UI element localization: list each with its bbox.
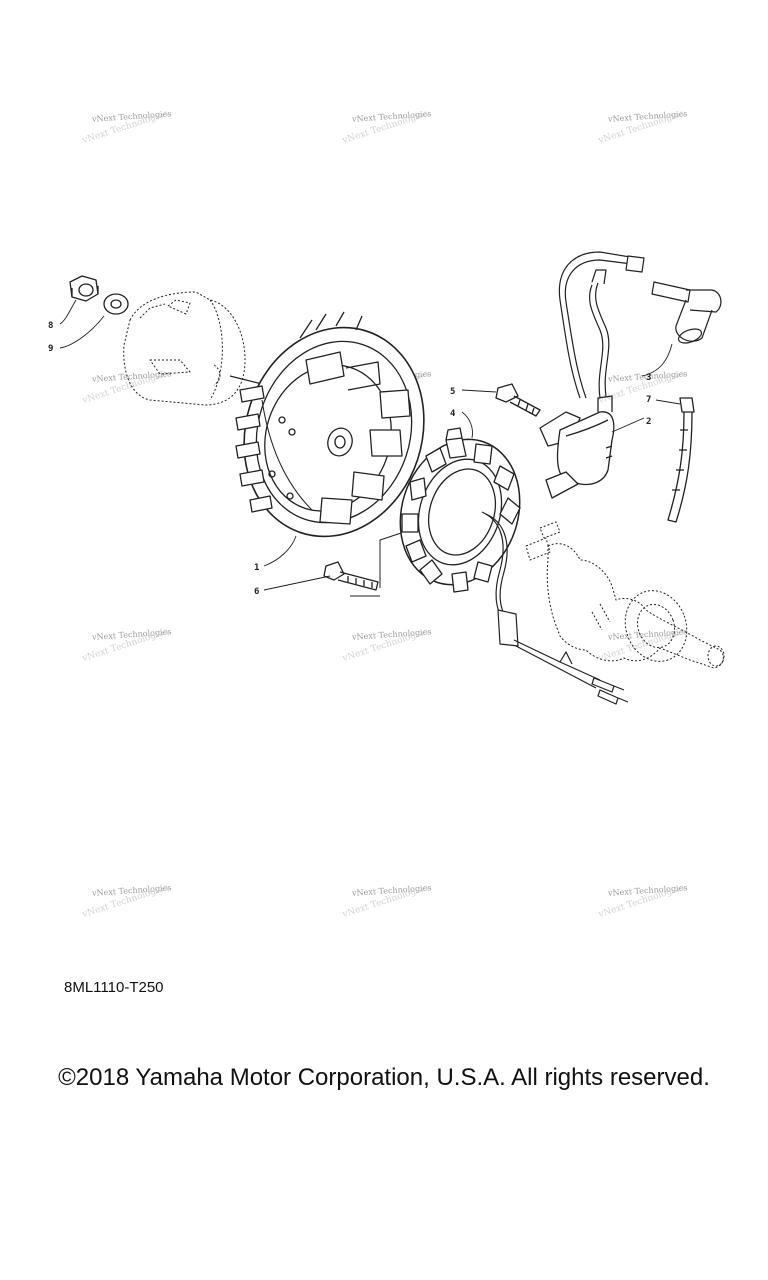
callout-9: 9 [48, 344, 53, 354]
coil-lead-wire [558, 251, 722, 399]
nut-part [69, 275, 99, 302]
stator-part [399, 427, 521, 593]
coil-bolt-part [495, 383, 541, 417]
callout-4: 4 [450, 409, 456, 419]
flywheel-part [235, 311, 425, 538]
callout-1: 1 [254, 563, 259, 573]
callout-7: 7 [646, 395, 651, 405]
engine-housing-outline [123, 291, 246, 406]
ignition-coil-part [539, 395, 615, 499]
washer-part [103, 293, 129, 315]
flywheel-bolt-part [323, 561, 379, 591]
shaft-line [229, 375, 263, 385]
cable-tie-part [667, 397, 695, 523]
callout-5: 5 [450, 387, 455, 397]
leader-lines [59, 299, 681, 591]
callout-8: 8 [48, 321, 53, 331]
exploded-parts-diagram: 8 9 1 6 4 5 2 3 7 [48, 251, 725, 705]
callout-3: 3 [646, 373, 651, 383]
crankshaft-outline [525, 521, 725, 669]
callout-6: 6 [254, 587, 259, 597]
copyright-notice: ©2018 Yamaha Motor Corporation, U.S.A. A… [58, 1064, 710, 1091]
callout-2: 2 [646, 417, 651, 427]
stator-wire-harness [481, 511, 629, 705]
diagram-part-number: 8ML1110-T250 [64, 979, 164, 996]
